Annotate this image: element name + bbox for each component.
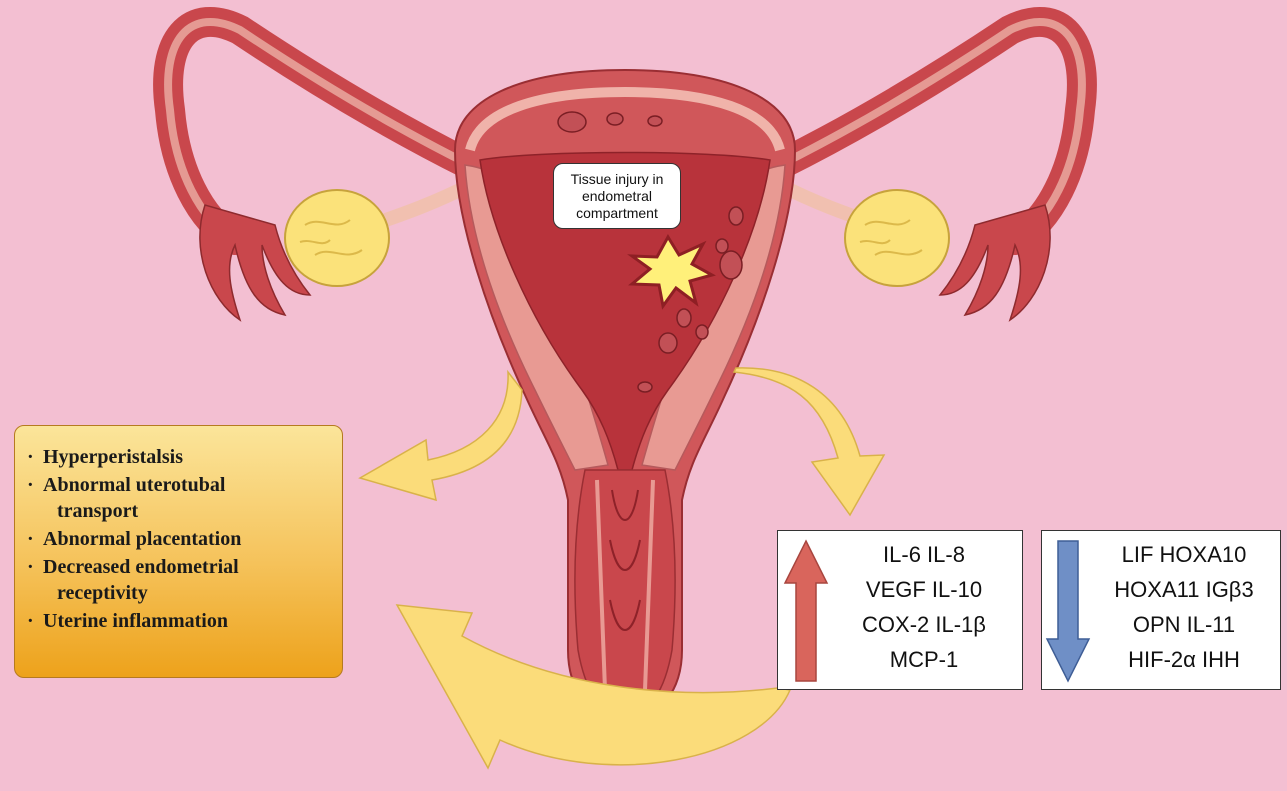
marker-line: MCP-1	[830, 642, 1018, 677]
clinical-effects-box: Hyperperistalsis Abnormal uterotubaltran…	[14, 425, 343, 678]
right-ovary	[845, 190, 949, 286]
marker-line: COX-2 IL-1β	[830, 607, 1018, 642]
marker-line: VEGF IL-10	[830, 572, 1018, 607]
right-fimbriae	[940, 205, 1050, 320]
tissue-injury-callout: Tissue injury in endometral compartment	[553, 163, 681, 229]
flow-arrow-to-markers	[734, 368, 884, 515]
downregulated-markers-box: LIF HOXA10 HOXA11 IGβ3 OPN IL-11 HIF-2α …	[1041, 530, 1281, 690]
marker-line: HIF-2α IHH	[1088, 642, 1280, 677]
up-arrow-icon	[783, 539, 829, 683]
tissue-injury-label: Tissue injury in endometral compartment	[558, 171, 676, 222]
upregulated-marker-list: IL-6 IL-8 VEGF IL-10 COX-2 IL-1β MCP-1	[830, 537, 1018, 677]
marker-line: OPN IL-11	[1088, 607, 1280, 642]
downregulated-marker-list: LIF HOXA10 HOXA11 IGβ3 OPN IL-11 HIF-2α …	[1088, 537, 1280, 677]
left-ovary	[285, 190, 389, 286]
flow-arrow-to-effects	[360, 372, 522, 500]
marker-line: HOXA11 IGβ3	[1088, 572, 1280, 607]
upregulated-markers-box: IL-6 IL-8 VEGF IL-10 COX-2 IL-1β MCP-1	[777, 530, 1023, 690]
marker-line: IL-6 IL-8	[830, 537, 1018, 572]
cervix	[575, 470, 675, 715]
effect-item: Uterine inflammation	[27, 608, 332, 634]
effect-item: Abnormal placentation	[27, 526, 332, 552]
marker-line: LIF HOXA10	[1088, 537, 1280, 572]
effect-item: Hyperperistalsis	[27, 444, 332, 470]
clinical-effects-list: Hyperperistalsis Abnormal uterotubaltran…	[27, 444, 332, 634]
left-ovarian-ligament	[380, 185, 470, 222]
down-arrow-icon	[1045, 539, 1091, 683]
